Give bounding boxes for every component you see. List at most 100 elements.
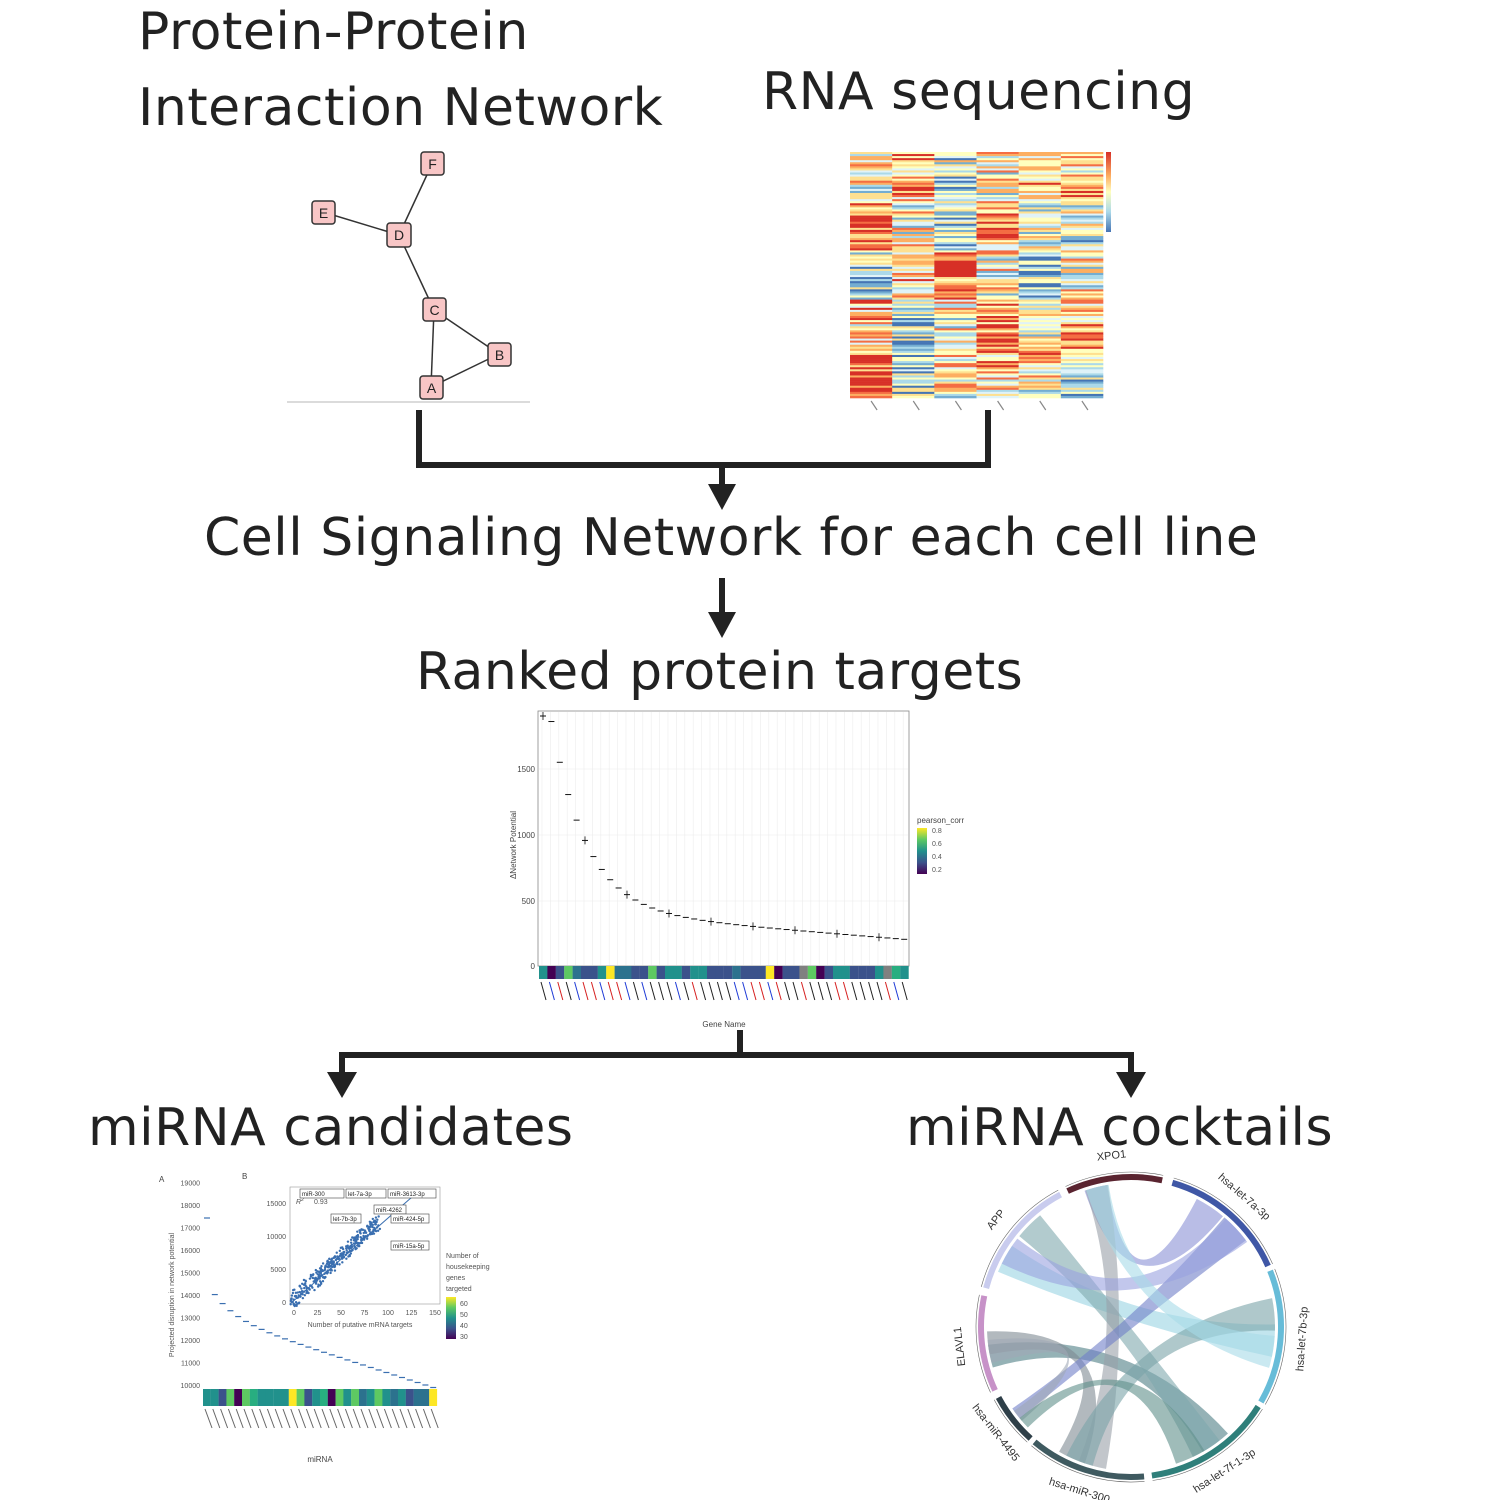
heatmap-cell	[892, 379, 935, 382]
heatmap-cell	[976, 260, 1019, 263]
ranked-gene-label	[607, 981, 614, 1001]
heatmap-cell	[976, 371, 1019, 374]
ranked-plot: 0 500 1000 1500 ΔNetwork Potential Gene …	[509, 710, 964, 1029]
heatmap-cell	[1018, 197, 1062, 200]
heatmap-cell	[1060, 332, 1104, 335]
heatmap-cell	[1018, 332, 1062, 335]
heatmap-cell	[976, 207, 1019, 210]
heatmap-cell	[1018, 205, 1062, 208]
heatmap-cell	[850, 332, 893, 335]
chord-sector-arc	[1258, 1269, 1284, 1404]
inset-xtick: 125	[406, 1310, 418, 1317]
heatmap-cell	[892, 223, 935, 227]
candidates-xlabel: miRNA	[307, 1455, 333, 1464]
heatmap-cell	[892, 182, 935, 186]
ranked-colorbar-cell	[807, 966, 817, 979]
heatmap-cell	[850, 268, 893, 272]
heatmap-cell	[1060, 283, 1104, 286]
inset-point	[345, 1249, 348, 1252]
inset-point	[362, 1231, 365, 1235]
heatmap-cell	[892, 313, 935, 317]
heatmap-cell	[934, 231, 977, 235]
heatmap-cell	[934, 305, 977, 309]
heatmap-cell	[976, 391, 1019, 395]
heatmap-cell	[934, 158, 977, 161]
heatmap-cell	[850, 193, 893, 196]
candidates-colorbar-cell	[265, 1389, 274, 1406]
inset-xtick: 25	[314, 1310, 322, 1317]
heatmap-cell	[892, 180, 935, 184]
ranked-gene-label	[868, 981, 875, 1001]
heatmap-cell	[850, 385, 893, 389]
heatmap-cell	[1018, 293, 1062, 296]
heatmap-cell	[850, 160, 893, 163]
candidates-panel-a: A	[159, 1175, 165, 1184]
candidates-mirna-label	[352, 1408, 361, 1429]
heatmap-cell	[1060, 350, 1104, 354]
inset-point	[292, 1303, 295, 1306]
heatmap-cell	[934, 289, 977, 292]
heatmap-cell	[1018, 268, 1062, 272]
inset-point	[304, 1284, 307, 1287]
heatmap-cell	[934, 190, 977, 194]
inset-point	[329, 1268, 333, 1272]
heatmap-cell	[892, 373, 935, 376]
inset-point	[291, 1291, 295, 1295]
chord-sector-arc	[978, 1295, 998, 1392]
heatmap-cell	[850, 170, 893, 173]
inset-point	[329, 1264, 333, 1268]
heatmap-cell	[1060, 328, 1104, 331]
ranked-ylabel: ΔNetwork Potential	[509, 811, 518, 879]
heatmap-cell	[976, 318, 1019, 321]
ranked-gene-label	[784, 981, 791, 1001]
heatmap-cell	[976, 190, 1019, 194]
cand-legend-tick-30: 30	[460, 1334, 468, 1341]
inset-callout-box	[390, 1213, 430, 1224]
candidates-colorbar-cell	[226, 1389, 235, 1406]
heatmap-cell	[976, 193, 1019, 196]
heatmap-cell	[850, 391, 893, 395]
heatmap-cell	[850, 361, 893, 364]
chord-sector-axis	[975, 1294, 991, 1393]
inset-point	[349, 1246, 353, 1250]
heatmap-cell	[934, 381, 977, 384]
ranked-gene-label	[540, 981, 547, 1001]
inset-point	[345, 1247, 348, 1250]
heatmap-cell	[1060, 242, 1104, 245]
heatmap-cell	[892, 285, 935, 288]
heatmap-column-label	[954, 400, 962, 411]
heatmap-cell	[1018, 328, 1062, 331]
candidates-mirna-label	[274, 1408, 283, 1429]
heatmap-cell	[1018, 279, 1062, 282]
inset-point	[328, 1257, 331, 1261]
candidates-mirna-label	[305, 1408, 314, 1429]
heatmap-cell	[1060, 363, 1104, 366]
heatmap-cell	[850, 166, 893, 169]
heatmap-cell	[1018, 316, 1062, 319]
ranked-gene-labels	[540, 981, 908, 1001]
heatmap-cell	[934, 332, 977, 335]
heatmap-cell	[934, 268, 977, 272]
heatmap-cell	[976, 215, 1019, 218]
ranked-colorbar-cell	[816, 966, 825, 979]
heatmap-cell	[850, 395, 893, 399]
candidates-colorbar-cell	[390, 1389, 399, 1406]
heatmap-cell	[934, 326, 977, 329]
heatmap-cell	[976, 328, 1019, 331]
heatmap-cell	[1018, 322, 1062, 325]
heatmap-cell	[892, 211, 935, 214]
heatmap-cell	[934, 352, 977, 356]
heatmap-cell	[892, 318, 935, 321]
heatmap-cell	[1060, 330, 1104, 333]
inset-point	[352, 1236, 355, 1240]
heatmap-cell	[850, 221, 893, 225]
heatmap-cell	[1060, 211, 1104, 214]
heatmap-cell	[892, 305, 935, 309]
heatmap-cell	[1018, 152, 1062, 155]
heatmap-cell	[934, 227, 977, 231]
heatmap-cell	[1060, 277, 1104, 280]
heatmap-cell	[1060, 154, 1104, 157]
heatmap-cell	[892, 383, 935, 386]
heatmap-cell	[850, 387, 893, 391]
inset-point	[338, 1263, 341, 1266]
